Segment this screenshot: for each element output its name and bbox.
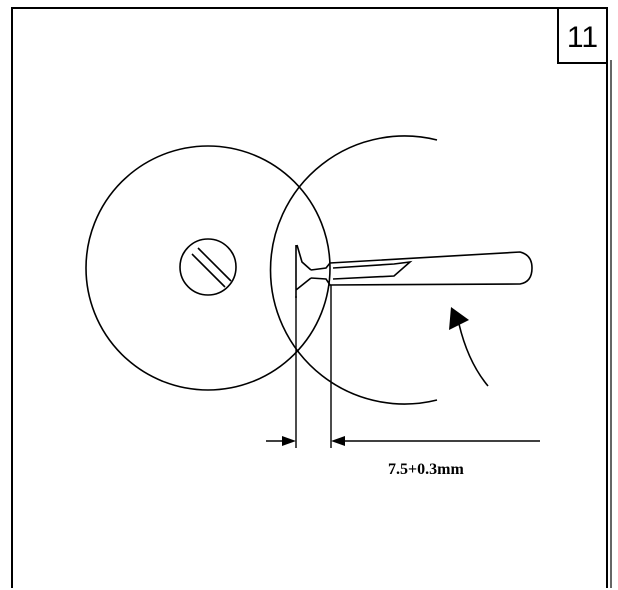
left-disc: [85, 145, 331, 391]
curved-arrow-icon: [449, 307, 489, 387]
figure-number-box: 11: [557, 7, 608, 64]
tool-blade: [295, 244, 533, 298]
dimension-line: [266, 436, 540, 446]
figure-number: 11: [567, 21, 598, 54]
frame-border: [11, 7, 608, 588]
right-disc-arc: [269, 135, 438, 405]
slotted-screw-icon: [179, 238, 237, 296]
dimension-label: 7.5+0.3mm: [388, 461, 464, 478]
